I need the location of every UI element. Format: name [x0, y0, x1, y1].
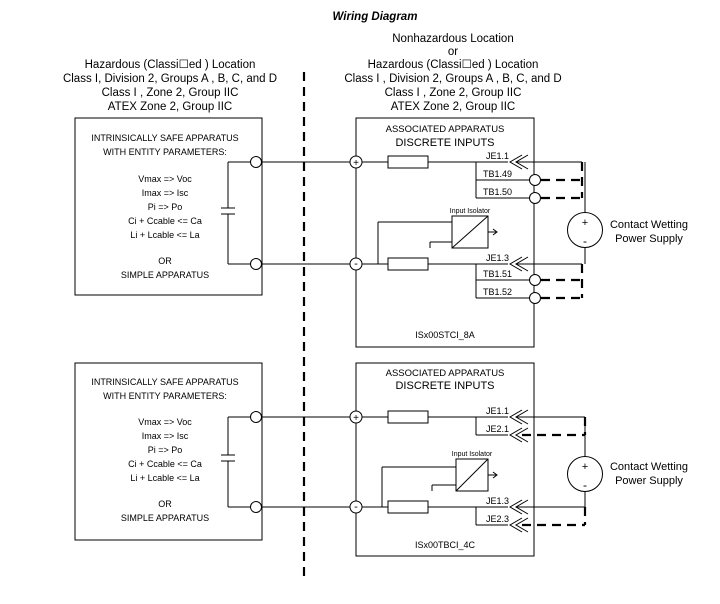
field-device-box: [74, 117, 263, 296]
module-title: ASSOCIATED APPARATUS: [386, 368, 505, 379]
circuit-1: INTRINSICALLY SAFE APPARATUS WITH ENTITY…: [74, 117, 688, 348]
field-device-text: INTRINSICALLY SAFE APPARATUS WITH ENTITY…: [91, 377, 238, 523]
nonhazardous-location-header: Nonhazardous Location or Hazardous (Clas…: [344, 33, 561, 113]
connector-chevron: [509, 427, 523, 443]
isolator-diagonal: [455, 458, 489, 492]
isolator-label: Input Isolator: [452, 451, 493, 458]
module-title: DISCRETE INPUTS: [395, 137, 494, 149]
power-supply-label: Power Supply: [615, 475, 683, 487]
negative-sign: -: [354, 501, 358, 513]
connector-chevron: [515, 427, 529, 443]
module-model: ISx00STCI_8A: [415, 330, 475, 340]
tb-terminal: [529, 174, 541, 186]
power-supply-label: Contact Wetting: [610, 219, 688, 231]
hazardous-location-header: Hazardous (Classi☐ed ) Location Class I,…: [63, 59, 277, 113]
nonhazardous-line: ATEX Zone 2, Group IIC: [391, 101, 515, 113]
nonhazardous-line: Class I , Zone 2, Group IIC: [385, 87, 522, 99]
entity-param: Li + Lcable <= La: [130, 473, 199, 483]
field-terminal: [250, 501, 262, 513]
entity-param: Ci + Ccable <= Ca: [128, 459, 202, 469]
field-device-header: INTRINSICALLY SAFE APPARATUS: [91, 377, 238, 387]
connector-chevron: [509, 499, 523, 515]
hazardous-line: Class I , Zone 2, Group IIC: [102, 87, 239, 99]
supply-minus: -: [583, 478, 587, 492]
hazardous-line: Class I, Division 2, Groups A , B, C, an…: [63, 73, 277, 85]
isolator-label: Input Isolator: [450, 208, 491, 215]
resistor: [387, 155, 429, 169]
terminal-label: TB1.51: [483, 269, 512, 279]
tb-terminal: [529, 274, 541, 286]
or-label: OR: [158, 256, 172, 266]
resistor: [387, 410, 429, 424]
isolator-diagonal: [451, 215, 489, 249]
terminal-label: JE1.3: [486, 253, 509, 263]
nonhazardous-line: Nonhazardous Location: [392, 33, 513, 45]
field-device-header: INTRINSICALLY SAFE APPARATUS: [91, 133, 238, 143]
terminal-label: JE1.1: [486, 406, 509, 416]
entity-param: Imax => Isc: [142, 431, 189, 441]
connector-chevron: [509, 256, 523, 272]
tb-terminal: [529, 292, 541, 304]
module-title: ASSOCIATED APPARATUS: [386, 124, 505, 135]
power-supply-icon: [567, 456, 603, 492]
arrow-icon: [492, 228, 498, 236]
terminal-label: TB1.49: [483, 169, 512, 179]
connector-chevron: [515, 517, 529, 533]
terminal-label: JE2.3: [486, 514, 509, 524]
resistor: [387, 500, 429, 514]
terminal-label: JE1.3: [486, 496, 509, 506]
module-box: [355, 117, 535, 348]
nonhazardous-line: Class I , Division 2, Groups A , B, C, a…: [344, 73, 561, 85]
positive-sign: +: [353, 413, 359, 424]
module-title: DISCRETE INPUTS: [395, 380, 494, 392]
supply-minus: -: [583, 234, 587, 248]
nonhazardous-line: or: [448, 46, 458, 58]
module-model: ISx00TBCI_4C: [415, 540, 476, 550]
tb-terminal: [529, 192, 541, 204]
field-terminal: [250, 258, 262, 270]
resistor: [387, 257, 429, 271]
connector-chevron: [509, 154, 523, 170]
negative-sign: -: [354, 258, 358, 270]
field-terminal: [250, 411, 262, 423]
terminal-label: JE2.1: [486, 424, 509, 434]
entity-param: Pi => Po: [148, 202, 183, 212]
connector-chevron: [509, 409, 523, 425]
connector-chevron: [509, 517, 523, 533]
entity-param: Pi => Po: [148, 445, 183, 455]
field-terminal: [250, 156, 262, 168]
field-device-header: WITH ENTITY PARAMETERS:: [103, 391, 227, 401]
nonhazardous-line: Hazardous (Classi☐ed ) Location: [368, 59, 539, 71]
supply-plus: +: [582, 217, 588, 229]
field-device-text: INTRINSICALLY SAFE APPARATUS WITH ENTITY…: [91, 133, 238, 280]
terminal-label: TB1.52: [483, 287, 512, 297]
diagram-title: Wiring Diagram: [333, 11, 418, 23]
power-supply-label: Contact Wetting: [610, 461, 688, 473]
hazardous-line: ATEX Zone 2, Group IIC: [108, 101, 232, 113]
entity-param: Ci + Ccable <= Ca: [128, 216, 202, 226]
positive-sign: +: [353, 158, 359, 169]
field-device-header: WITH ENTITY PARAMETERS:: [103, 147, 227, 157]
or-label: OR: [158, 499, 172, 509]
field-device-box: [74, 362, 263, 541]
terminal-label: JE1.1: [486, 151, 509, 161]
power-supply-label: Power Supply: [615, 233, 683, 245]
supply-plus: +: [582, 461, 588, 473]
entity-param: Imax => Isc: [142, 188, 189, 198]
entity-param: Li + Lcable <= La: [130, 230, 199, 240]
power-supply-icon: [567, 212, 603, 248]
entity-param: Vmax => Voc: [138, 174, 192, 184]
module-box: [355, 362, 535, 557]
hazardous-line: Hazardous (Classi☐ed ) Location: [85, 59, 256, 71]
entity-param: Vmax => Voc: [138, 417, 192, 427]
terminal-label: TB1.50: [483, 187, 512, 197]
simple-apparatus-label: SIMPLE APPARATUS: [121, 270, 209, 280]
simple-apparatus-label: SIMPLE APPARATUS: [121, 513, 209, 523]
arrow-icon: [492, 471, 498, 479]
circuit-2: INTRINSICALLY SAFE APPARATUS WITH ENTITY…: [74, 362, 688, 557]
